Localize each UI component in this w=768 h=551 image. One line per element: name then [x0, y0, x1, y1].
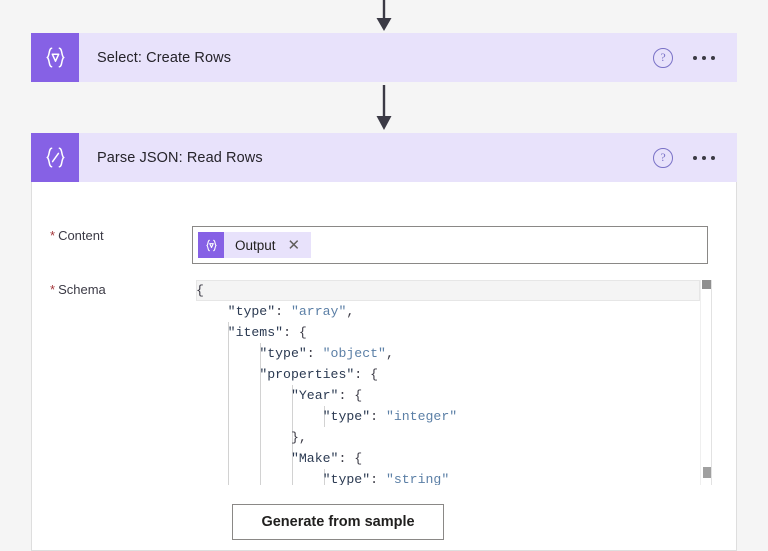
field-schema: *Schema { "type": "array", "items": { "t…	[32, 280, 713, 485]
generate-from-sample-button[interactable]: Generate from sample	[232, 504, 444, 540]
card-body-parse-json: *Content Output ✕	[31, 182, 737, 551]
select-icon-glyph	[45, 47, 65, 68]
code-token	[196, 451, 291, 466]
select-action-icon	[31, 33, 79, 82]
code-token	[196, 304, 228, 319]
scrollbar-thumb[interactable]	[702, 280, 712, 289]
schema-code-editor[interactable]: { "type": "array", "items": { "type": "o…	[192, 280, 700, 485]
card-title-parse-json: Parse JSON: Read Rows	[97, 149, 263, 166]
code-token: "type"	[259, 346, 307, 361]
card-actions-parse-json: ?	[653, 133, 737, 182]
code-token: "Make"	[290, 451, 339, 466]
card-header-parse-json[interactable]: Parse JSON: Read Rows ?	[31, 133, 737, 182]
close-icon[interactable]: ✕	[287, 236, 301, 254]
code-token	[196, 409, 323, 424]
more-menu-icon[interactable]	[693, 155, 715, 160]
active-line-highlight	[196, 280, 700, 301]
code-line: "type": "array",	[196, 301, 700, 322]
indent-guide	[260, 343, 261, 485]
required-marker: *	[50, 282, 56, 297]
code-line: "type": "integer"	[196, 406, 700, 427]
more-menu-icon[interactable]	[693, 55, 715, 60]
code-token: :	[370, 409, 386, 424]
code-token: :	[275, 304, 291, 319]
code-line: {	[196, 280, 700, 301]
code-line: },	[196, 427, 700, 448]
code-token: "object"	[322, 346, 386, 361]
code-token: ,	[385, 346, 394, 361]
code-line: "Make": {	[196, 448, 700, 469]
code-line: "type": "string"	[196, 469, 700, 485]
code-token: "properties"	[259, 367, 355, 382]
code-token: "type"	[322, 472, 371, 485]
arrow-down-icon	[376, 85, 392, 130]
code-token	[196, 388, 291, 403]
field-label-content: *Content	[32, 226, 192, 264]
code-token: {	[196, 283, 204, 298]
indent-guide	[324, 469, 325, 485]
card-header-select[interactable]: Select: Create Rows ?	[31, 33, 737, 82]
code-token: : {	[338, 388, 363, 403]
indent-guide	[324, 406, 325, 427]
code-token	[196, 367, 259, 382]
help-icon[interactable]: ?	[653, 47, 673, 68]
indent-guide	[228, 322, 229, 485]
code-token	[196, 472, 323, 485]
required-marker: *	[50, 228, 56, 243]
code-token: : {	[354, 367, 379, 382]
code-token: "array"	[290, 304, 347, 319]
field-label-schema: *Schema	[32, 280, 192, 485]
field-label-schema-text: Schema	[58, 282, 106, 297]
code-token: "type"	[227, 304, 276, 319]
code-token: :	[370, 472, 386, 485]
code-token: "string"	[385, 472, 450, 485]
code-token: ,	[346, 304, 355, 319]
code-token: "items"	[227, 325, 284, 340]
action-card-select[interactable]: Select: Create Rows ?	[31, 33, 737, 82]
schema-editor-wrap: { "type": "array", "items": { "type": "o…	[192, 280, 713, 485]
schema-scrollbar[interactable]	[700, 280, 713, 485]
content-input[interactable]: Output ✕	[192, 226, 708, 264]
token-select-icon	[198, 232, 224, 258]
code-token: },	[196, 430, 307, 445]
token-label: Output	[235, 237, 276, 253]
card-actions-select: ?	[653, 33, 737, 82]
connector-into-select	[0, 0, 768, 32]
code-line: "Year": {	[196, 385, 700, 406]
code-token: : {	[283, 325, 307, 340]
indent-guide	[292, 385, 293, 485]
connector-select-to-parse	[0, 85, 768, 131]
field-content: *Content Output ✕	[32, 226, 708, 264]
parse-json-icon-glyph	[45, 147, 65, 168]
code-token: :	[306, 346, 323, 361]
parse-json-action-icon	[31, 133, 79, 182]
help-icon[interactable]: ?	[653, 147, 673, 168]
field-label-content-text: Content	[58, 228, 104, 243]
code-token: "integer"	[385, 409, 458, 424]
code-token	[196, 346, 259, 361]
card-title-select: Select: Create Rows	[97, 49, 232, 66]
code-token: : {	[338, 451, 363, 466]
code-line: "items": {	[196, 322, 700, 343]
code-token: "type"	[322, 409, 371, 424]
code-line: "type": "object",	[196, 343, 700, 364]
arrow-down-icon	[376, 0, 392, 31]
code-token	[196, 325, 228, 340]
code-token: "Year"	[290, 388, 339, 403]
schema-code-content: { "type": "array", "items": { "type": "o…	[192, 280, 700, 485]
code-line: "properties": {	[196, 364, 700, 385]
action-card-parse-json[interactable]: Parse JSON: Read Rows ? *Content	[31, 133, 737, 551]
dynamic-content-token[interactable]: Output ✕	[198, 232, 312, 258]
token-icon-glyph	[205, 239, 217, 251]
scrollbar-thumb-lower[interactable]	[703, 467, 711, 478]
